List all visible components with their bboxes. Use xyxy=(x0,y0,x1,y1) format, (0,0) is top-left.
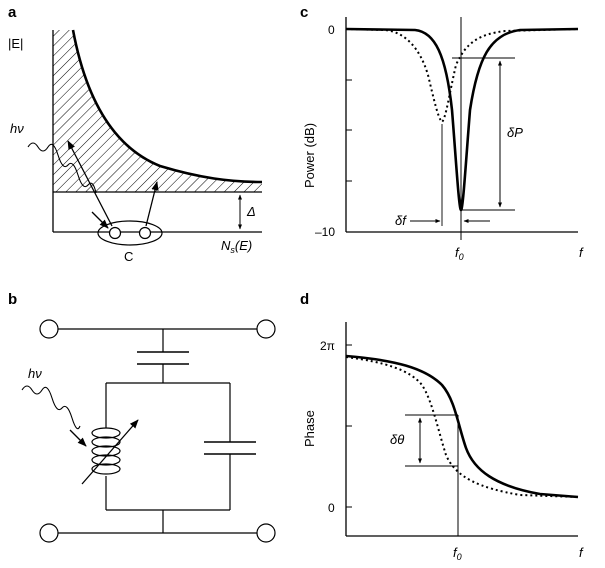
panel-b-photon-label: hν xyxy=(28,366,42,381)
panel-a-y-label: |E| xyxy=(8,36,23,51)
panel-d-letter: d xyxy=(300,291,309,308)
panel-a: a |E| Δ Ns(E) C hν xyxy=(8,4,263,264)
delta-theta-label: δθ xyxy=(390,432,404,447)
panel-d-y-ticks xyxy=(346,344,352,508)
panel-d-y-label: Phase xyxy=(302,410,317,447)
terminal-bottom-right xyxy=(256,523,276,543)
electron-left xyxy=(108,226,122,240)
photon-wave-b xyxy=(21,385,81,430)
panel-c-f0-label: f0 xyxy=(455,245,464,262)
variable-inductance-arrow xyxy=(81,419,139,485)
panel-b-letter: b xyxy=(8,291,17,308)
cooper-pair-label: C xyxy=(124,249,133,264)
resonance-curve xyxy=(345,27,579,212)
panel-c-x-label: f xyxy=(579,245,584,260)
resonance-curve-shifted xyxy=(345,28,579,124)
panel-c-letter: c xyxy=(300,4,308,21)
panel-c-ytick-min: –10 xyxy=(315,225,335,239)
terminal-bottom-left xyxy=(39,523,59,543)
cooper-pair-loop xyxy=(97,220,163,246)
panel-d: d 2π 0 Phase f0 f δθ xyxy=(300,291,584,562)
panel-c-ytick-0: 0 xyxy=(328,23,335,37)
photon-arrow-b xyxy=(69,429,87,447)
panel-a-x-label: Ns(E) xyxy=(221,238,252,255)
phase-curve-shifted xyxy=(345,356,579,498)
inductor-coil xyxy=(91,427,121,475)
panel-a-photon-label: hν xyxy=(10,121,24,136)
terminal-top-right xyxy=(256,319,276,339)
excitation-arrow-right xyxy=(145,181,159,227)
delta-f-label: δf xyxy=(395,213,407,228)
gap-delta-label: Δ xyxy=(246,204,256,219)
density-of-states-hatch xyxy=(53,30,262,192)
electron-right xyxy=(138,226,152,240)
panel-b: b hν xyxy=(8,291,276,543)
panel-c-y-label: Power (dB) xyxy=(302,123,317,188)
photon-arrow-a xyxy=(91,211,109,229)
phase-curve xyxy=(345,354,579,499)
terminal-top-left xyxy=(39,319,59,339)
delta-p-label: δP xyxy=(507,125,523,140)
density-of-states-curve xyxy=(71,29,263,184)
panel-d-x-label: f xyxy=(579,545,584,560)
photon-wave-a xyxy=(27,142,97,194)
panel-d-ytick-top: 2π xyxy=(320,339,335,353)
panel-a-letter: a xyxy=(8,4,17,21)
panel-c-y-ticks xyxy=(346,28,352,182)
panel-d-ytick-0: 0 xyxy=(328,501,335,515)
panel-c: c 0 –10 Power (dB) f0 f δP δf xyxy=(300,4,584,262)
panel-d-f0-label: f0 xyxy=(453,545,462,562)
